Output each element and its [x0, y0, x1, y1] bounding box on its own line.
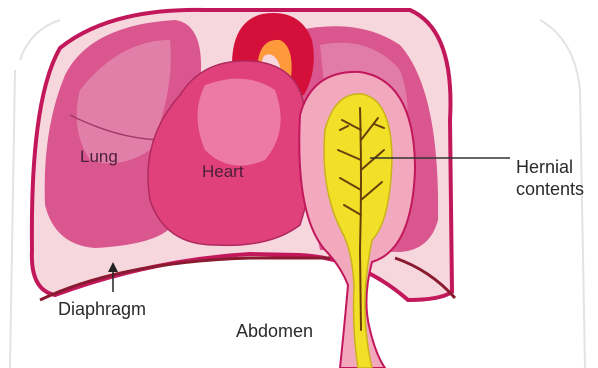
hernial-label-line1: Hernial: [516, 156, 584, 178]
hernial-label-line2: contents: [516, 178, 584, 200]
heart-label: Heart: [202, 163, 244, 180]
hernial-contents-label: Hernial contents: [516, 156, 584, 200]
diaphragm-label: Diaphragm: [58, 300, 146, 318]
heart-highlight: [198, 79, 281, 166]
lung-label: Lung: [80, 148, 118, 165]
abdomen-label: Abdomen: [236, 322, 313, 340]
